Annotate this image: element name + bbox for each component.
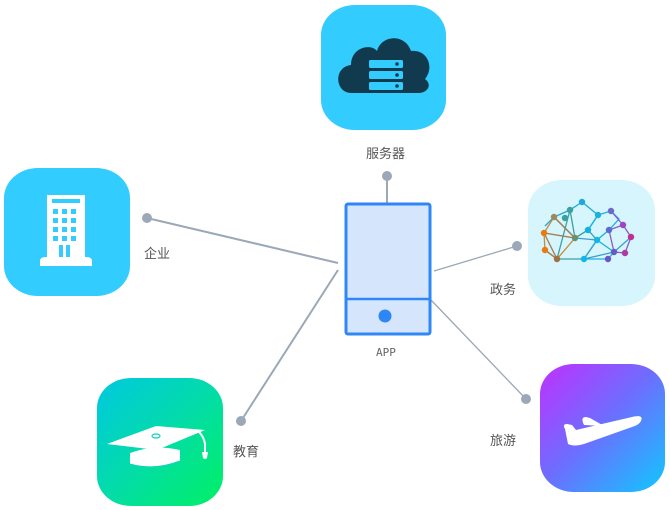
network-brain-icon	[540, 198, 635, 263]
government-tile[interactable]	[528, 180, 655, 306]
connector-dot-education	[236, 416, 246, 426]
education-tile[interactable]	[97, 378, 223, 506]
connector-education	[240, 269, 339, 422]
enterprise-label: 企业	[144, 247, 171, 262]
app-label: APP	[376, 346, 396, 359]
app-device-icon[interactable]	[344, 202, 432, 336]
connector-dot-government	[512, 241, 522, 251]
connector-enterprise	[146, 217, 339, 264]
government-label: 政务	[490, 283, 517, 298]
connector-dot-travel	[521, 394, 531, 404]
travel-label: 旅游	[490, 434, 517, 449]
education-label: 教育	[233, 445, 260, 460]
server-tile[interactable]	[321, 5, 446, 130]
office-building-icon	[40, 195, 92, 266]
graduation-cap-icon	[107, 426, 208, 468]
connector-dot-server	[382, 171, 392, 181]
connector-government	[433, 245, 518, 272]
server-label: 服务器	[366, 147, 406, 162]
cloud-server-icon	[338, 38, 430, 93]
connector-dot-enterprise	[142, 213, 152, 223]
enterprise-tile[interactable]	[4, 168, 130, 296]
connector-travel	[430, 299, 526, 399]
airplane-icon	[563, 416, 642, 446]
travel-tile[interactable]	[540, 364, 665, 492]
